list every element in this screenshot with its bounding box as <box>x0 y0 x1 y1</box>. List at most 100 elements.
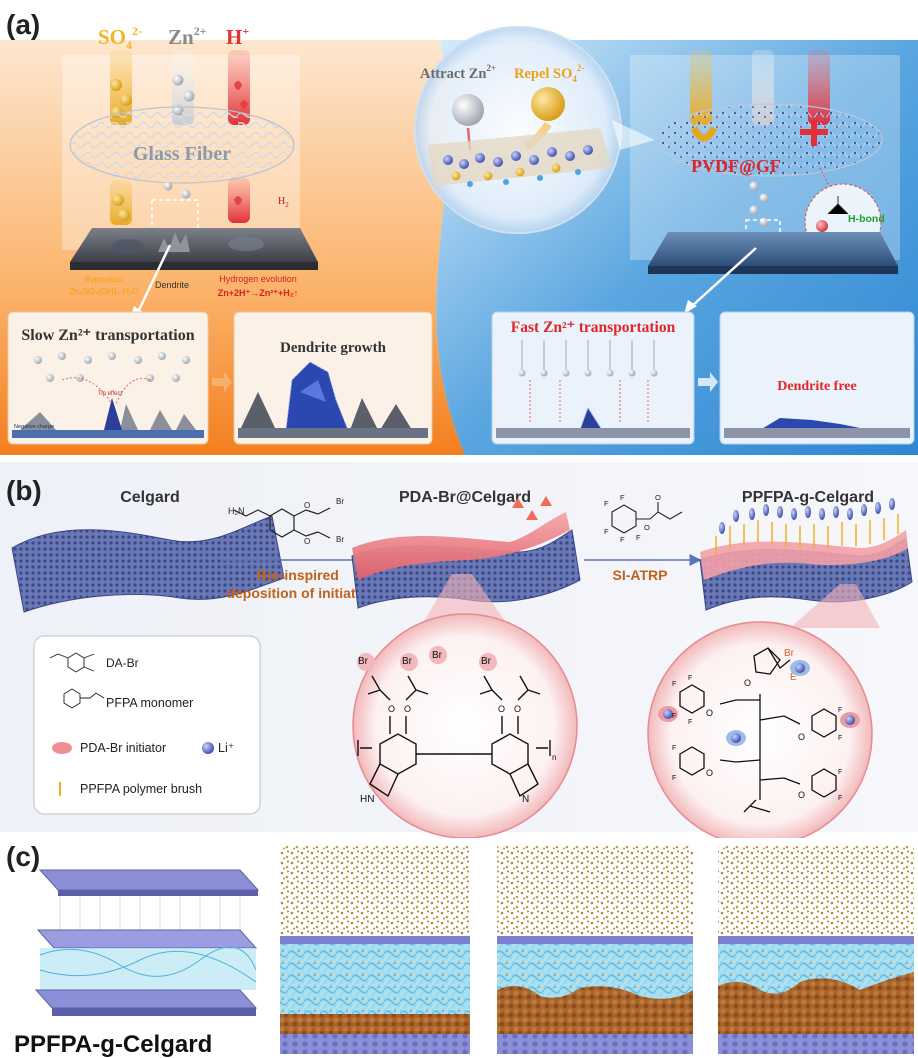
slow-zinc-ions <box>34 352 190 382</box>
inset-br-4: Br <box>481 656 492 667</box>
dendrite-growth-box: Dendrite growth <box>233 311 433 445</box>
f10: F <box>838 795 842 802</box>
h2-label: H2 <box>278 196 289 209</box>
slow-transport-box: Slow Zn²⁺ transportation Tip effect Nega… <box>7 311 209 445</box>
inset-br-1: Br <box>358 656 369 667</box>
ion-balls-lower <box>112 181 242 221</box>
pfpa-o-2: O <box>655 493 661 502</box>
snapshot-3 <box>718 846 914 1054</box>
inset-n: N <box>522 794 529 805</box>
fluorine-labels: F F F F F F F F F F <box>672 675 842 802</box>
ppfpa-title: PPFPA-g-Celgard <box>742 489 874 506</box>
inset-ppfpa-o-4: O <box>706 768 713 778</box>
inset-ppfpa-o-1: O <box>744 678 751 688</box>
legend-initiator: PDA-Br initiator <box>80 741 166 755</box>
pfpa-molecule <box>611 502 683 534</box>
lens-pointer <box>612 120 655 150</box>
zinc-ion-label: Zn2+ <box>168 24 207 49</box>
pfpa-f-3: F <box>604 527 609 536</box>
chem-br-2: Br <box>336 535 344 544</box>
sandwich-model <box>34 869 260 1016</box>
arrow-slow-to-growth <box>212 372 232 392</box>
zoom-cone-left <box>420 574 510 628</box>
pfpa-f-4: F <box>620 535 625 544</box>
f6: F <box>838 735 842 742</box>
panel-a-label: (a) <box>6 9 40 40</box>
fast-title: Fast Zn²⁺ transportation <box>511 319 676 336</box>
tip-effect-label: Tip effect <box>98 391 123 397</box>
dabr-molecule <box>233 507 331 539</box>
inset-o-4: O <box>514 704 521 714</box>
panel-a: (a) SO42- Zn2+ H+ Glass Fiber H2 <box>0 0 918 455</box>
f3: F <box>672 713 676 720</box>
zoom-cone-right <box>790 584 880 628</box>
zinc-plate-right <box>648 232 898 266</box>
f4: F <box>688 719 692 726</box>
slow-title: Slow Zn²⁺ transportation <box>21 327 194 344</box>
hydrogen-title: Hydrogen evolution <box>219 274 297 284</box>
f8: F <box>672 775 676 782</box>
dendrite-label: Dendrite <box>155 280 189 290</box>
fast-transport-box: Fast Zn²⁺ transportation <box>491 311 695 445</box>
pvdf-gf-mat <box>657 103 883 177</box>
chem-o-1: O <box>304 501 310 510</box>
legend-li: Li⁺ <box>218 741 234 755</box>
legend-initiator-swatch <box>52 742 72 754</box>
proton-label: H+ <box>226 24 249 49</box>
inset-ppfpa-br: Br <box>784 648 795 659</box>
legend-brush: PPFPA polymer brush <box>80 782 202 796</box>
step1-line2: deposition of initiator <box>226 585 370 601</box>
ppfpa-structure-inset: Br E O O O O O F F F F F F F F F <box>647 621 873 847</box>
legend-dabr: DA-Br <box>106 656 139 670</box>
dendrite-free-title: Dendrite free <box>777 379 856 394</box>
pfpa-o-1: O <box>644 523 650 532</box>
arrow-fast-to-free <box>698 372 718 392</box>
chem-o-2: O <box>304 537 310 546</box>
inset-o-3: O <box>498 704 505 714</box>
byproduct-and-dendrite-deposits <box>112 232 264 253</box>
lens-inset: Attract Zn2+ Repel SO42- <box>414 26 622 234</box>
inset-n-sub: n <box>552 753 556 762</box>
zinc-plate-left <box>70 228 318 262</box>
pvdf-label: PVDF@GF <box>691 156 781 176</box>
byproduct-title: Byproduct <box>85 274 124 284</box>
step2-label: SI-ATRP <box>613 567 668 583</box>
zoom-arrow-left <box>136 244 172 313</box>
panel-b-label: (b) <box>6 475 42 506</box>
inset-ppfpa-o-3: O <box>798 732 805 742</box>
panel-b: (b) Celgard PDA-Br@Celgard PPFPA-g-Celga… <box>0 462 918 847</box>
sulfate-ion-label: SO42- <box>98 24 142 52</box>
zinc-ions-through <box>749 181 769 227</box>
celgard-sheet <box>11 515 285 613</box>
f7: F <box>672 745 676 752</box>
pfpa-f-5: F <box>636 533 641 542</box>
chem-h2n: H₂N <box>228 506 245 516</box>
dendrite-growth-title: Dendrite growth <box>280 340 387 356</box>
pfpa-f-2: F <box>620 493 625 502</box>
f1: F <box>672 681 676 688</box>
panel-c: (c) PPFPA-g-Celgard <box>0 838 918 1058</box>
f2: F <box>688 675 692 682</box>
dendrite-free-box: Dendrite free <box>719 311 915 445</box>
pfpa-f-1: F <box>604 499 609 508</box>
attract-label: Attract Zn2+ <box>420 63 496 82</box>
li-ions-sheet <box>719 498 895 534</box>
polymer-brushes <box>715 514 899 554</box>
h-bond-label: H-bond <box>848 213 885 225</box>
panel-c-label: (c) <box>6 841 40 872</box>
model-label: PPFPA-g-Celgard <box>14 1031 212 1058</box>
inset-o-2: O <box>404 704 411 714</box>
f9: F <box>838 769 842 776</box>
celgard-title: Celgard <box>120 489 180 506</box>
hydrogen-formula: Zn+2H⁺→Zn²⁺+H₂↑ <box>218 288 299 298</box>
inset-ppfpa-o-2: O <box>706 708 713 718</box>
zoom-arrow-right <box>691 247 757 307</box>
repel-label: Repel SO42- <box>514 63 584 84</box>
legend-li-swatch <box>202 742 214 754</box>
snapshot-1 <box>280 846 470 1054</box>
pda-br-structure-inset: O O O O Br Br Br Br HN N n <box>352 613 578 839</box>
inset-o-1: O <box>388 704 395 714</box>
glass-fiber-mat <box>69 106 295 184</box>
pda-particles <box>512 496 552 520</box>
